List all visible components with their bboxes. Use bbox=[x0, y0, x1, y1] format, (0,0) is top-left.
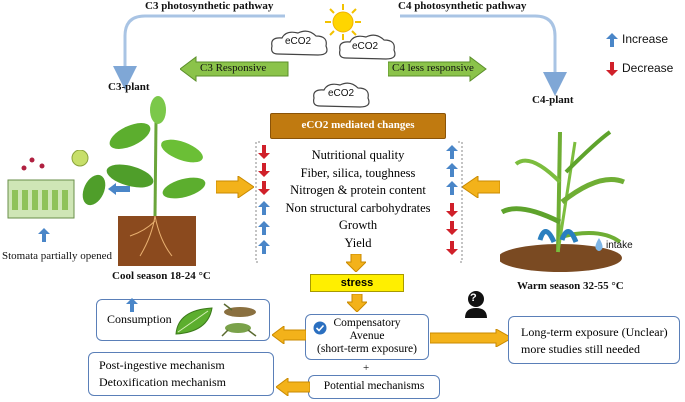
longterm-line2: more studies still needed bbox=[521, 342, 640, 356]
potential-mechanisms-box: Potential mechanisms bbox=[308, 375, 440, 399]
cloud-center-label: eCO2 bbox=[328, 88, 355, 99]
potential-mechanisms-label: Potential mechanisms bbox=[323, 380, 425, 392]
mechanisms-box: Post-ingestive mechanism Detoxification … bbox=[88, 352, 274, 396]
stress-label: stress bbox=[340, 277, 374, 289]
longterm-box: Long-term exposure (Unclear) more studie… bbox=[508, 316, 680, 364]
decrease-legend-label: Decrease bbox=[622, 61, 674, 75]
plant-to-stomata-arrow bbox=[108, 183, 130, 195]
changes-header-text: eCO2 mediated changes bbox=[301, 119, 415, 131]
c3-plant-label: C3-plant bbox=[108, 81, 150, 93]
changes-list: Nutritional quality Fiber, silica, tough… bbox=[270, 147, 446, 252]
compensatory-to-consumption-arrow bbox=[272, 326, 306, 344]
change-item: Non structural carbohydrates bbox=[285, 200, 431, 215]
cloud-center-icon bbox=[313, 82, 370, 108]
increase-arrow-icon bbox=[446, 163, 458, 177]
question-mark: ? bbox=[470, 292, 477, 304]
intake-label: intake bbox=[606, 240, 633, 251]
c3-response-arrow bbox=[180, 56, 289, 82]
c4-pathway-title: C4 photosynthetic pathway bbox=[398, 0, 527, 12]
c4-pathway-arc bbox=[400, 14, 567, 96]
mechanism-detoxification: Detoxification mechanism bbox=[99, 375, 226, 389]
increase-legend-icon bbox=[606, 33, 618, 47]
cloud-left-label: eCO2 bbox=[285, 36, 312, 47]
decrease-arrow-icon bbox=[446, 241, 458, 255]
compensatory-line1: Compensatory bbox=[333, 317, 401, 329]
changes-bracket bbox=[255, 141, 463, 263]
increase-arrow-icon bbox=[258, 240, 270, 254]
leaf-icon bbox=[175, 307, 213, 335]
c3-to-changes-arrow bbox=[216, 176, 254, 198]
decrease-arrow-icon bbox=[446, 203, 458, 217]
mechanism-post-ingestive: Post-ingestive mechanism bbox=[99, 358, 225, 372]
compensatory-box: Compensatory Avenue (short-term exposure… bbox=[305, 314, 429, 360]
longterm-line1: Long-term exposure (Unclear) bbox=[521, 325, 668, 339]
change-item: Nutritional quality bbox=[311, 148, 405, 162]
c3-change-arrows bbox=[258, 145, 270, 254]
changes-to-stress-arrow bbox=[346, 254, 366, 272]
change-item: Fiber, silica, toughness bbox=[300, 165, 416, 180]
c3-pathway-arc bbox=[113, 14, 285, 90]
decrease-arrow-icon bbox=[258, 181, 270, 195]
c4-season-label: Warm season 32-55 °C bbox=[517, 280, 624, 292]
c4-change-arrows bbox=[446, 145, 458, 255]
compensatory-line2: Avenue bbox=[349, 330, 385, 342]
cloud-left-icon bbox=[271, 30, 328, 56]
c4-to-changes-arrow bbox=[462, 176, 500, 198]
increase-arrow-icon bbox=[446, 145, 458, 159]
check-circle-icon bbox=[313, 321, 327, 335]
potential-to-mechanisms-arrow bbox=[276, 378, 310, 396]
stress-to-compensatory-arrow bbox=[347, 294, 367, 312]
question-person-icon bbox=[465, 291, 487, 318]
stomata-label: Stomata partially opened bbox=[2, 250, 112, 262]
change-item: Yield bbox=[344, 235, 372, 250]
c3-plant-icon bbox=[106, 96, 206, 266]
plus-sign: + bbox=[363, 362, 370, 374]
c3-season-label: Cool season 18-24 °C bbox=[112, 270, 211, 282]
compensatory-line3: (short-term exposure) bbox=[317, 343, 417, 355]
c4-plant-label: C4-plant bbox=[532, 94, 574, 106]
consumption-label: Consumption bbox=[107, 312, 172, 326]
cloud-right-label: eCO2 bbox=[352, 41, 379, 52]
grasshopper-icon bbox=[221, 303, 257, 337]
decrease-arrow-icon bbox=[258, 163, 270, 177]
change-item: Growth bbox=[338, 218, 378, 232]
c4-response-label: C4 less responsive bbox=[392, 62, 474, 74]
increase-arrow-icon bbox=[258, 201, 270, 215]
change-item: Nitrogen & protein content bbox=[290, 183, 426, 197]
increase-legend-label: Increase bbox=[622, 32, 669, 46]
sun-icon bbox=[325, 4, 361, 40]
compensatory-to-longterm-arrow bbox=[430, 329, 512, 347]
c4-response-arrow bbox=[388, 56, 487, 82]
stomata-icon bbox=[7, 150, 106, 219]
water-drop-icon bbox=[595, 238, 603, 251]
consumption-up-arrow bbox=[126, 298, 138, 312]
increase-arrow-icon bbox=[258, 221, 270, 235]
stress-box: stress bbox=[310, 274, 404, 292]
changes-header: eCO2 mediated changes bbox=[270, 113, 446, 139]
c4-plant-icon bbox=[500, 130, 625, 272]
c3-response-label: C3 Responsive bbox=[200, 62, 267, 74]
stomata-up-arrow bbox=[38, 228, 50, 242]
decrease-arrow-icon bbox=[258, 145, 270, 159]
c3-pathway-title: C3 photosynthetic pathway bbox=[145, 0, 274, 12]
cloud-right-icon bbox=[339, 34, 396, 60]
decrease-legend-icon bbox=[606, 62, 618, 76]
increase-arrow-icon bbox=[446, 181, 458, 195]
decrease-arrow-icon bbox=[446, 221, 458, 235]
